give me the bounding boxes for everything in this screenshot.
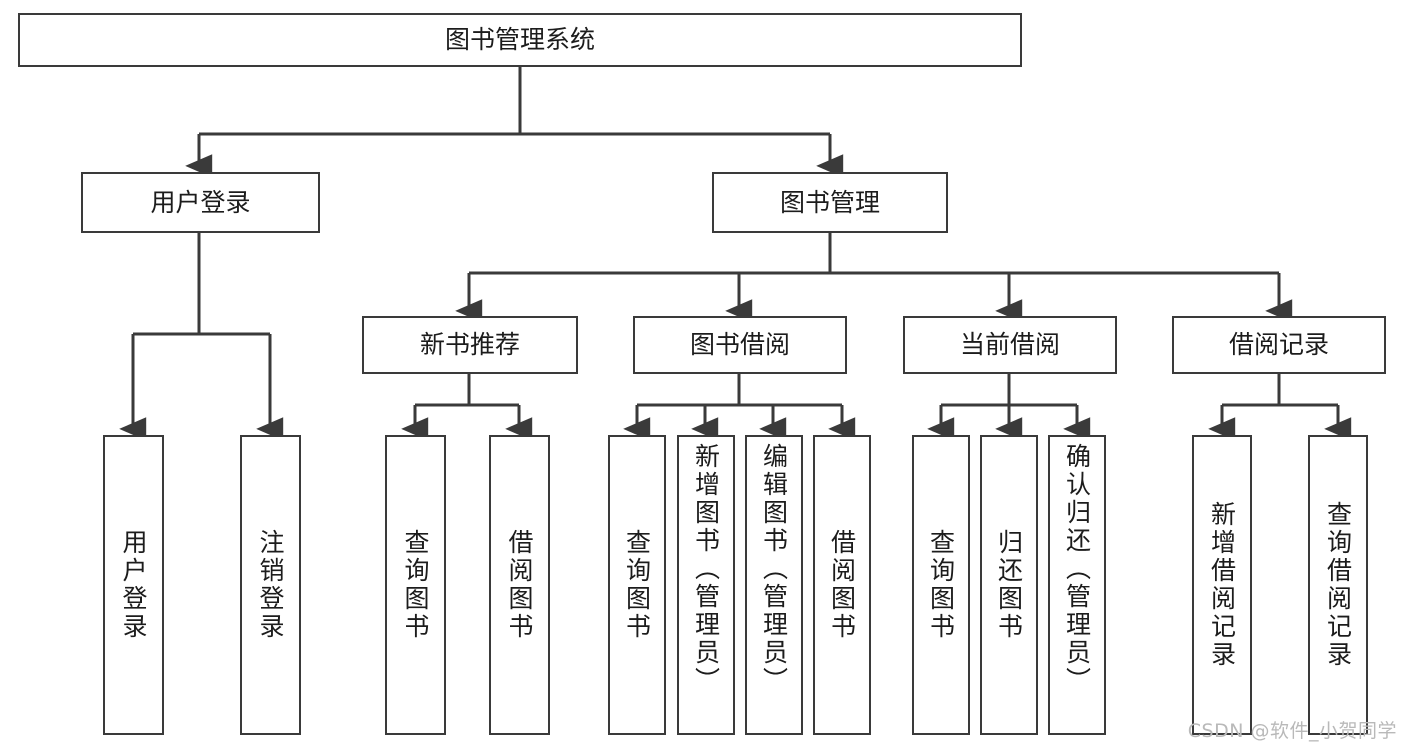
node-leaf-query-record-label: 查询借阅记录 bbox=[1323, 501, 1353, 669]
node-leaf-logout[interactable]: 注销登录 bbox=[240, 435, 301, 735]
node-leaf-confirm-return[interactable]: 确认归还（管理员） bbox=[1048, 435, 1106, 735]
node-user-login-label: 用户登录 bbox=[150, 187, 251, 217]
node-book-manage[interactable]: 图书管理 bbox=[712, 172, 948, 233]
node-leaf-add-book-label: 新增图书（管理员） bbox=[691, 443, 721, 695]
node-leaf-edit-book[interactable]: 编辑图书（管理员） bbox=[745, 435, 803, 735]
node-new-book-recommend-label: 新书推荐 bbox=[419, 330, 520, 360]
node-leaf-borrow-book-2-label: 借阅图书 bbox=[827, 529, 857, 641]
node-leaf-add-record-label: 新增借阅记录 bbox=[1207, 501, 1237, 669]
node-leaf-borrow-book-1[interactable]: 借阅图书 bbox=[489, 435, 550, 735]
node-user-login[interactable]: 用户登录 bbox=[81, 172, 320, 233]
node-leaf-query-book-2[interactable]: 查询图书 bbox=[608, 435, 666, 735]
node-leaf-query-book-2-label: 查询图书 bbox=[622, 529, 652, 641]
node-leaf-user-login-label: 用户登录 bbox=[119, 529, 148, 641]
node-borrow-record[interactable]: 借阅记录 bbox=[1172, 316, 1386, 374]
node-leaf-confirm-return-label: 确认归还（管理员） bbox=[1062, 443, 1092, 695]
node-book-borrow[interactable]: 图书借阅 bbox=[633, 316, 847, 374]
node-leaf-user-login[interactable]: 用户登录 bbox=[103, 435, 164, 735]
node-leaf-edit-book-label: 编辑图书（管理员） bbox=[759, 443, 789, 695]
node-leaf-query-book-1[interactable]: 查询图书 bbox=[385, 435, 446, 735]
node-leaf-query-book-3-label: 查询图书 bbox=[926, 529, 956, 641]
node-leaf-query-record[interactable]: 查询借阅记录 bbox=[1308, 435, 1368, 735]
node-leaf-borrow-book-2[interactable]: 借阅图书 bbox=[813, 435, 871, 735]
node-leaf-borrow-book-1-label: 借阅图书 bbox=[505, 529, 534, 641]
node-new-book-recommend[interactable]: 新书推荐 bbox=[362, 316, 578, 374]
node-book-borrow-label: 图书借阅 bbox=[689, 330, 790, 360]
node-leaf-query-book-3[interactable]: 查询图书 bbox=[912, 435, 970, 735]
node-leaf-return-book[interactable]: 归还图书 bbox=[980, 435, 1038, 735]
node-root[interactable]: 图书管理系统 bbox=[18, 13, 1022, 67]
node-current-borrow-label: 当前借阅 bbox=[959, 330, 1060, 360]
node-root-label: 图书管理系统 bbox=[444, 25, 595, 55]
node-leaf-add-record[interactable]: 新增借阅记录 bbox=[1192, 435, 1252, 735]
node-leaf-add-book[interactable]: 新增图书（管理员） bbox=[677, 435, 735, 735]
node-leaf-query-book-1-label: 查询图书 bbox=[401, 529, 430, 641]
node-borrow-record-label: 借阅记录 bbox=[1228, 330, 1329, 360]
watermark-text: CSDN @软件_小贺同学 bbox=[1187, 720, 1397, 742]
node-leaf-logout-label: 注销登录 bbox=[256, 529, 285, 641]
node-current-borrow[interactable]: 当前借阅 bbox=[903, 316, 1117, 374]
node-book-manage-label: 图书管理 bbox=[779, 187, 880, 217]
node-leaf-return-book-label: 归还图书 bbox=[994, 529, 1024, 641]
